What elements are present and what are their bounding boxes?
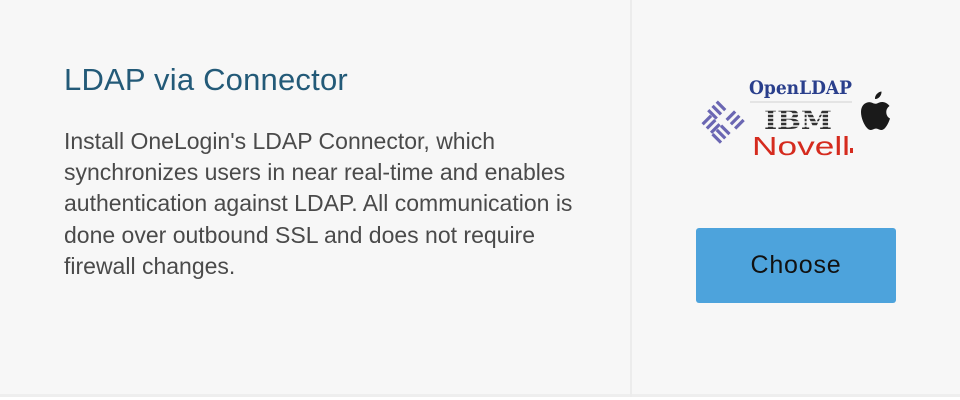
sun-microsystems-logo-icon [696,94,747,146]
card-info-panel: LDAP via Connector Install OneLogin's LD… [64,62,573,279]
card-action-panel: OpenLDAP IBM Novell Choose [632,0,960,397]
card-description: Install OneLogin's LDAP Connector, which… [64,128,573,279]
choose-button[interactable]: Choose [696,228,896,303]
apple-logo-icon [861,91,890,130]
panel-divider [630,0,632,397]
directory-vendors-logo: OpenLDAP IBM Novell [696,77,890,161]
openldap-logo-text: OpenLDAP [749,77,852,99]
novell-logo-text: Novell [752,131,850,161]
ibm-logo-text: IBM [764,106,832,136]
card-title: LDAP via Connector [64,62,348,97]
